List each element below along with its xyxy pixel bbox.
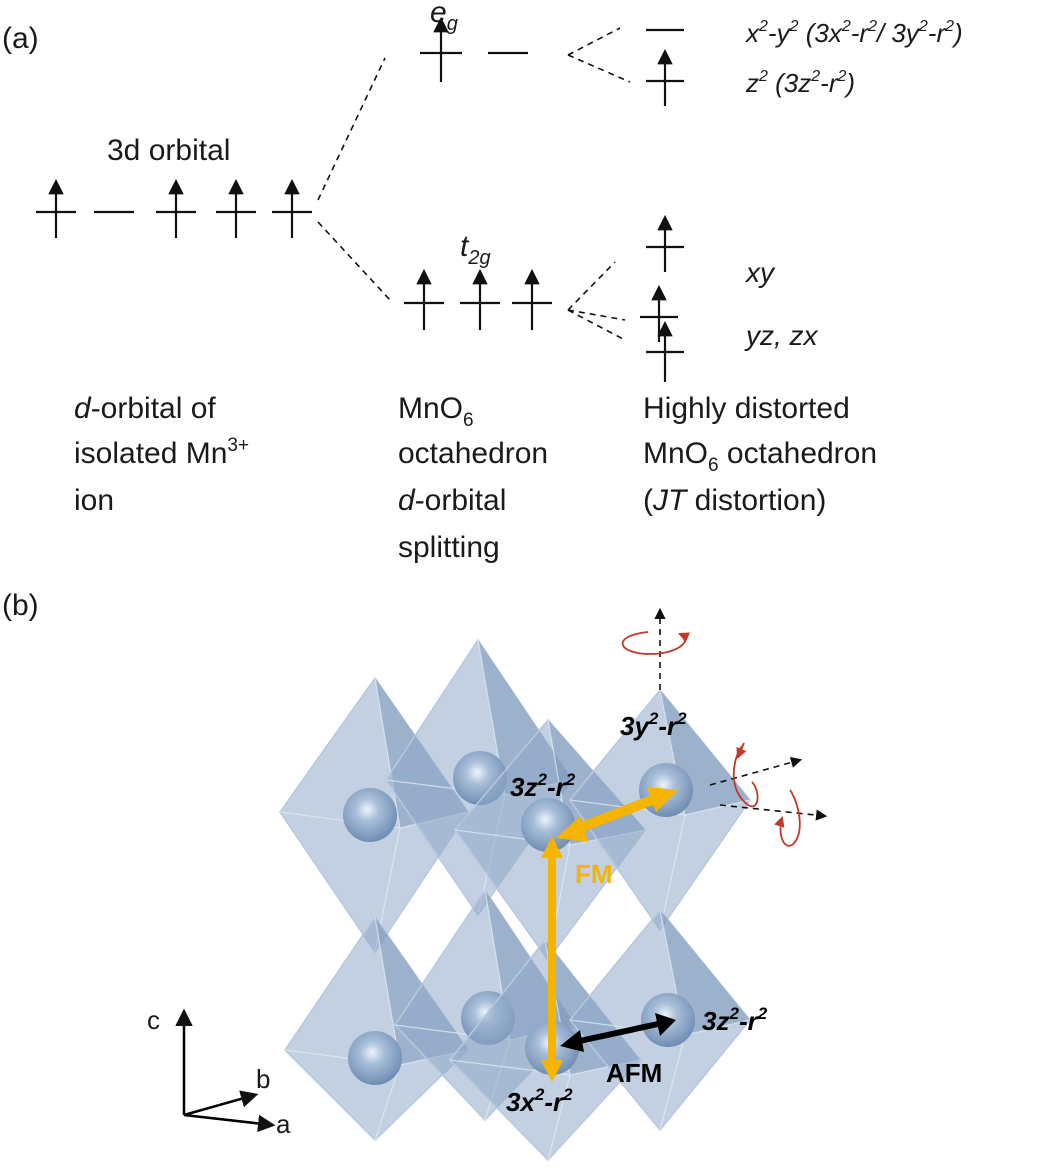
- afm-interaction: AFM: [560, 1013, 676, 1088]
- connector-dashed: [567, 261, 616, 311]
- caption-octahedron: MnO6 octahedron d-orbital splitting: [398, 392, 548, 564]
- distorted-levels: x2-y2 (3x2-r2/ 3y2-r2) z2 (3z2-r2) xy yz…: [640, 18, 963, 382]
- eg-levels: eg: [420, 0, 528, 82]
- fm-interaction: FM: [541, 787, 678, 1082]
- fm-diagonal-arrow: [572, 792, 662, 835]
- free-ion-title: 3d orbital: [107, 134, 230, 167]
- x2y2-label: x2-y2 (3x2-r2/ 3y2-r2): [744, 18, 963, 48]
- caption-distorted: Highly distorted MnO6 octahedron (JT dis…: [643, 392, 877, 517]
- connector-dashed: [567, 309, 626, 341]
- yz-zx-label: yz, zx: [744, 320, 819, 351]
- free-ion-levels: 3d orbital: [36, 134, 312, 238]
- eg-label: eg: [430, 0, 458, 35]
- mn-atom: [521, 798, 575, 852]
- afm-arrow: [574, 1021, 659, 1045]
- svg-text:Highly distorted: Highly distorted: [643, 392, 850, 425]
- svg-text:(JT distortion): (JT distortion): [643, 484, 826, 517]
- rotation-arrow-icon: [621, 631, 691, 655]
- z2-label: z2 (3z2-r2): [745, 68, 855, 98]
- axis-b-arrow: [183, 1090, 259, 1117]
- orbital-label-3y2r2: 3y2-r2: [620, 709, 687, 741]
- axis-a-label: a: [276, 1109, 291, 1139]
- axis-a-arrow: [183, 1113, 276, 1133]
- panel-a-label: (a): [2, 22, 39, 55]
- t2g-label: t2g: [460, 230, 491, 269]
- rotation-axes: [621, 607, 828, 847]
- mn-atom: [343, 788, 397, 842]
- panel-b-label: (b): [2, 589, 39, 622]
- orbital-label-3x2r2: 3x2-r2: [506, 1085, 573, 1117]
- svg-text:MnO6 octahedron: MnO6 octahedron: [643, 437, 877, 476]
- connector-dashed: [317, 57, 386, 201]
- xy-label: xy: [744, 257, 776, 288]
- svg-text:splitting: splitting: [398, 531, 500, 564]
- connector-dashed: [567, 54, 631, 83]
- svg-text:ion: ion: [74, 484, 114, 517]
- axis-b-label: b: [256, 1064, 270, 1094]
- fm-label: FM: [575, 859, 613, 889]
- coordinate-axes: c b a: [147, 1005, 291, 1139]
- rotation-axis-b: [709, 757, 803, 786]
- connector-dashed: [567, 27, 621, 56]
- caption-free-ion: d-orbital of isolated Mn3+ ion: [74, 392, 249, 517]
- orbital-label-3z2r2-bottom: 3z2-r2: [702, 1004, 768, 1036]
- rotation-arrow-icon: [774, 789, 801, 847]
- svg-text:octahedron: octahedron: [398, 437, 548, 470]
- connector-dashed: [567, 309, 626, 321]
- rotation-arrow-icon: [732, 745, 759, 808]
- svg-text:isolated Mn3+: isolated Mn3+: [74, 435, 249, 470]
- connector-dashed: [317, 221, 391, 301]
- t2g-levels: t2g: [404, 230, 552, 330]
- svg-text:d-orbital of: d-orbital of: [74, 392, 216, 425]
- orbital-label-3z2r2-top: 3z2-r2: [510, 770, 576, 802]
- svg-text:d-orbital: d-orbital: [398, 484, 506, 517]
- svg-text:MnO6: MnO6: [398, 392, 474, 431]
- afm-label: AFM: [606, 1058, 662, 1088]
- axis-c-label: c: [147, 1005, 160, 1035]
- mn-atom: [348, 1031, 402, 1085]
